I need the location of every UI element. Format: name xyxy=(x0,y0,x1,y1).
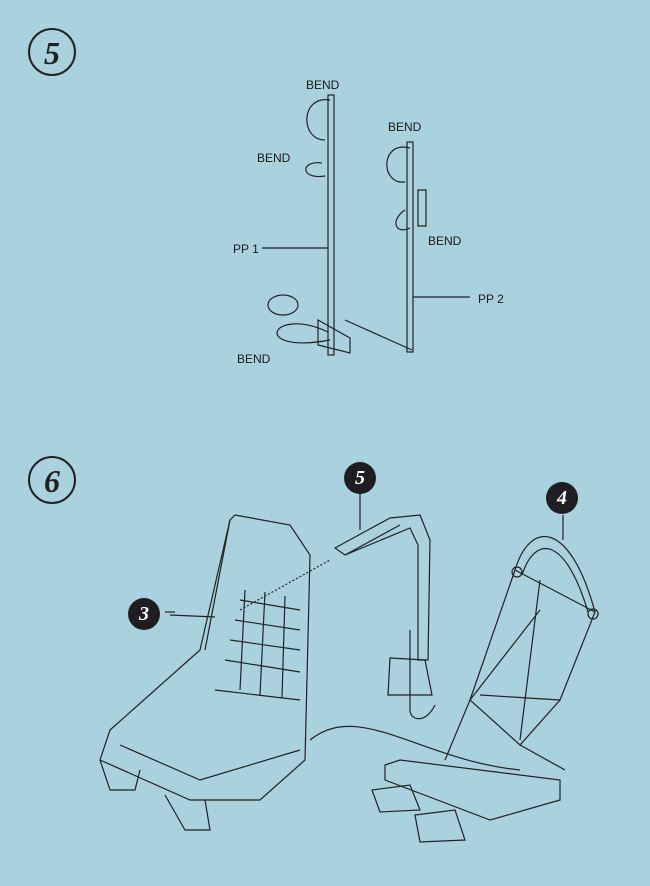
pp2-strap xyxy=(386,141,470,353)
callout-part-5: 5 xyxy=(344,462,376,494)
callout-part-4: 4 xyxy=(546,482,578,514)
seat-3 xyxy=(99,514,521,831)
bend-label: BEND xyxy=(428,234,462,248)
seat-frame-4 xyxy=(165,490,599,843)
bend-label: BEND xyxy=(306,78,340,92)
pp1-strap xyxy=(262,94,413,356)
step-number-5: 5 xyxy=(28,28,76,76)
bend-label: BEND xyxy=(237,352,271,366)
part-label-pp1: PP 1 xyxy=(233,242,259,256)
harness-5 xyxy=(333,514,436,720)
callout-part-3: 3 xyxy=(128,598,160,630)
bend-label: BEND xyxy=(257,151,291,165)
part-label-pp2: PP 2 xyxy=(478,292,504,306)
bend-label: BEND xyxy=(388,120,422,134)
step-number-6: 6 xyxy=(28,456,76,504)
